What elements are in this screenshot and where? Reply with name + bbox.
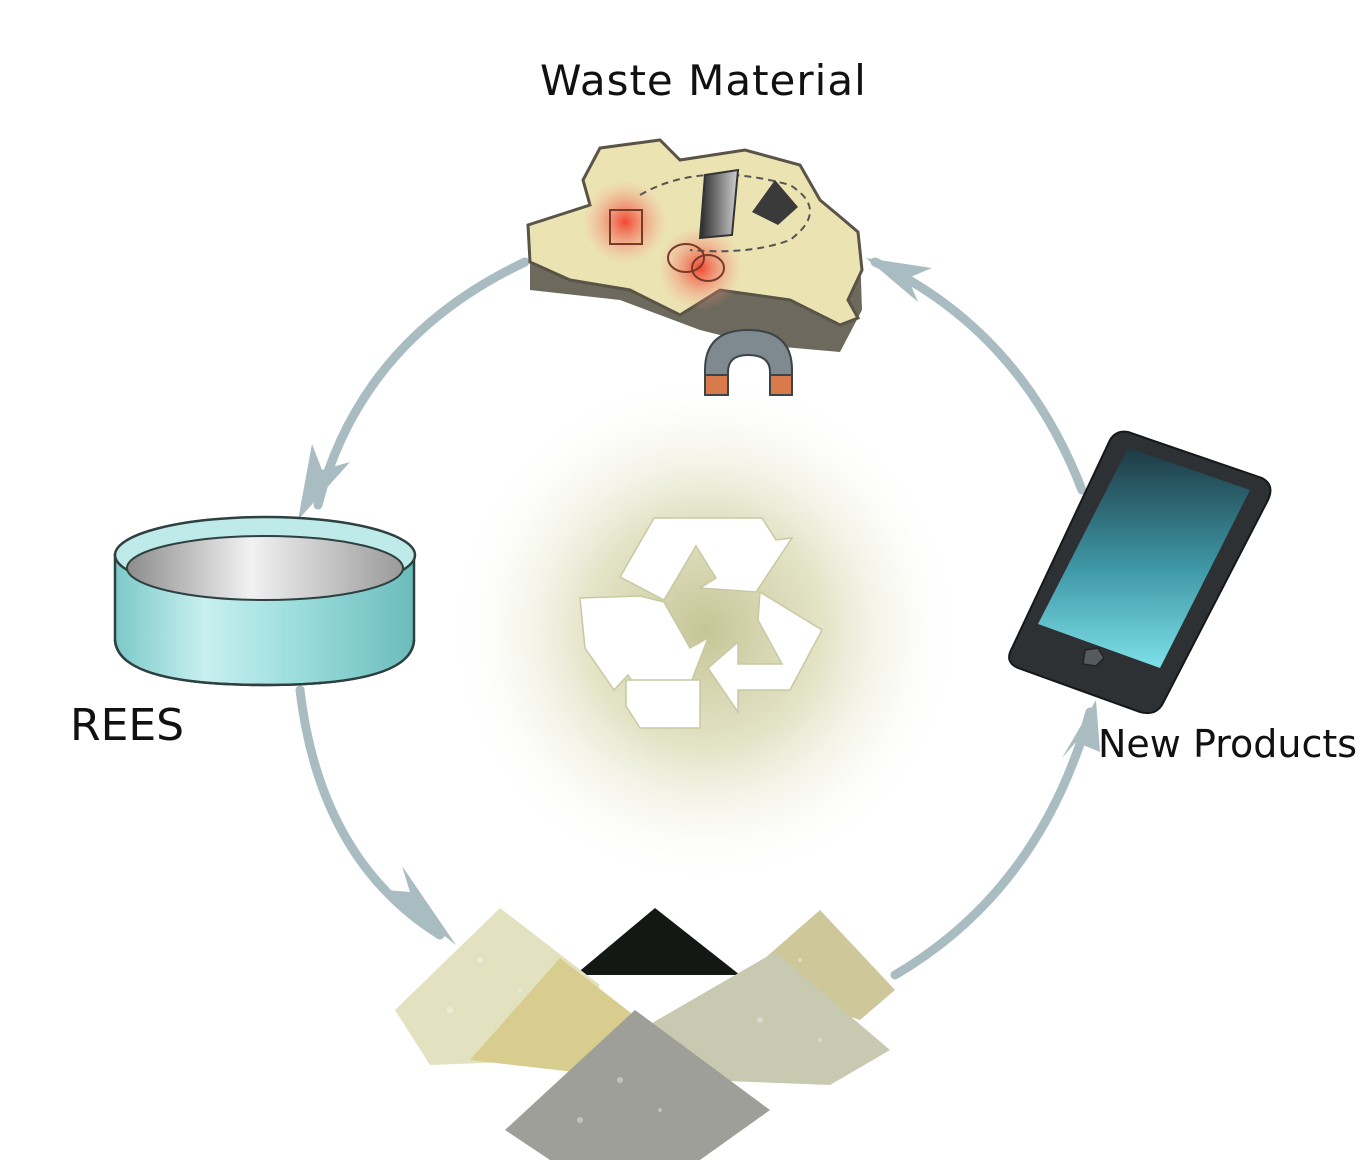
arc-products-to-waste <box>875 262 1082 490</box>
arc-waste-to-rees <box>318 262 525 505</box>
arrowhead-to-rees <box>298 444 350 520</box>
new-products-label: New Products <box>1098 722 1357 766</box>
ore-rock-icon <box>528 140 862 352</box>
arrowhead-to-waste <box>866 258 932 302</box>
center-glow <box>445 370 965 890</box>
tablet-icon <box>1009 432 1270 713</box>
rees-label: REES <box>70 700 184 751</box>
petri-dish-icon <box>115 517 415 685</box>
waste-material-label: Waste Material <box>540 56 867 105</box>
powder-piles-icon <box>395 908 895 1160</box>
